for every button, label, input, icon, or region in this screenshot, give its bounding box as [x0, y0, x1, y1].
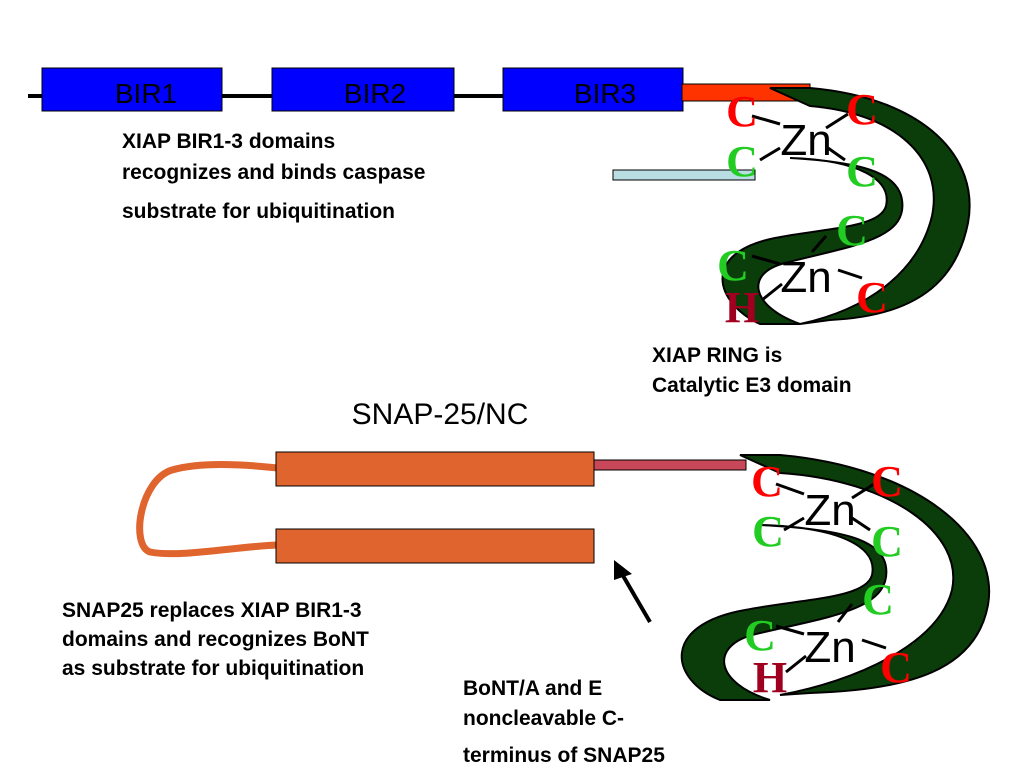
- snap-zinc-site-2: Zn: [775, 603, 887, 674]
- xiap-bir-caption: XIAP BIR1-3 domains recognizes and binds…: [122, 130, 431, 223]
- bir1-label: BIR1: [115, 78, 177, 109]
- cysteine-residue: C: [726, 87, 758, 136]
- cysteine-residue: C: [871, 517, 903, 566]
- cleavage-arrow: [614, 560, 652, 624]
- bont-arrow-caption: BoNT/A and E noncleavable C- terminus of…: [463, 677, 665, 767]
- arrow-shaft: [620, 572, 652, 624]
- snap-construct: Zn Zn C C C C C C C H: [136, 451, 991, 702]
- histidine-residue: H: [725, 283, 759, 332]
- snap-ring-ribbon: [680, 454, 991, 701]
- cysteine-residue: C: [846, 147, 878, 196]
- cysteine-residue: C: [751, 457, 783, 506]
- bir3-domain: [502, 67, 684, 112]
- bir2-label: BIR2: [344, 78, 406, 109]
- zinc-label-4: Zn: [804, 623, 855, 672]
- zinc-label-1: Zn: [780, 116, 831, 165]
- xiap-construct: BIR1 BIR2 BIR3 Zn Zn C C C C C C C: [28, 67, 971, 332]
- snap-ring-linker: [593, 459, 747, 471]
- bir2-domain: [271, 67, 455, 112]
- bir1-domain: [41, 67, 223, 112]
- arrow-head: [614, 560, 632, 580]
- cysteine-residue: C: [836, 206, 868, 255]
- cysteine-residue: C: [862, 575, 894, 624]
- snap-construct-title: SNAP-25/NC: [352, 398, 529, 431]
- snap-helix-1: [275, 451, 595, 487]
- xiap-ring-caption: XIAP RING is Catalytic E3 domain: [652, 344, 852, 397]
- zinc-label-3: Zn: [804, 486, 855, 535]
- cysteine-residue: C: [717, 241, 749, 290]
- cysteine-residue: C: [726, 137, 758, 186]
- xiap-light-blue-segment: [612, 169, 756, 181]
- zinc-label-2: Zn: [780, 253, 831, 302]
- snap-loop-linker: [136, 461, 282, 558]
- histidine-residue: H: [753, 653, 787, 702]
- cysteine-residue: C: [744, 611, 776, 660]
- cysteine-residue: C: [856, 273, 888, 322]
- xiap-zinc-site-1: Zn: [751, 112, 849, 165]
- bir3-label: BIR3: [574, 78, 636, 109]
- cysteine-residue: C: [846, 85, 878, 134]
- snap-caption: SNAP25 replaces XIAP BIR1-3 domains and …: [62, 599, 375, 680]
- cysteine-residue: C: [871, 457, 903, 506]
- snap-zinc-site-1: Zn: [775, 482, 875, 535]
- snap-helix-2: [275, 528, 595, 564]
- xiap-zinc-site-2: Zn: [751, 235, 863, 302]
- xiap-ring-ribbon: [721, 87, 971, 325]
- cysteine-residue: C: [752, 507, 784, 556]
- cysteine-residue: C: [880, 643, 912, 692]
